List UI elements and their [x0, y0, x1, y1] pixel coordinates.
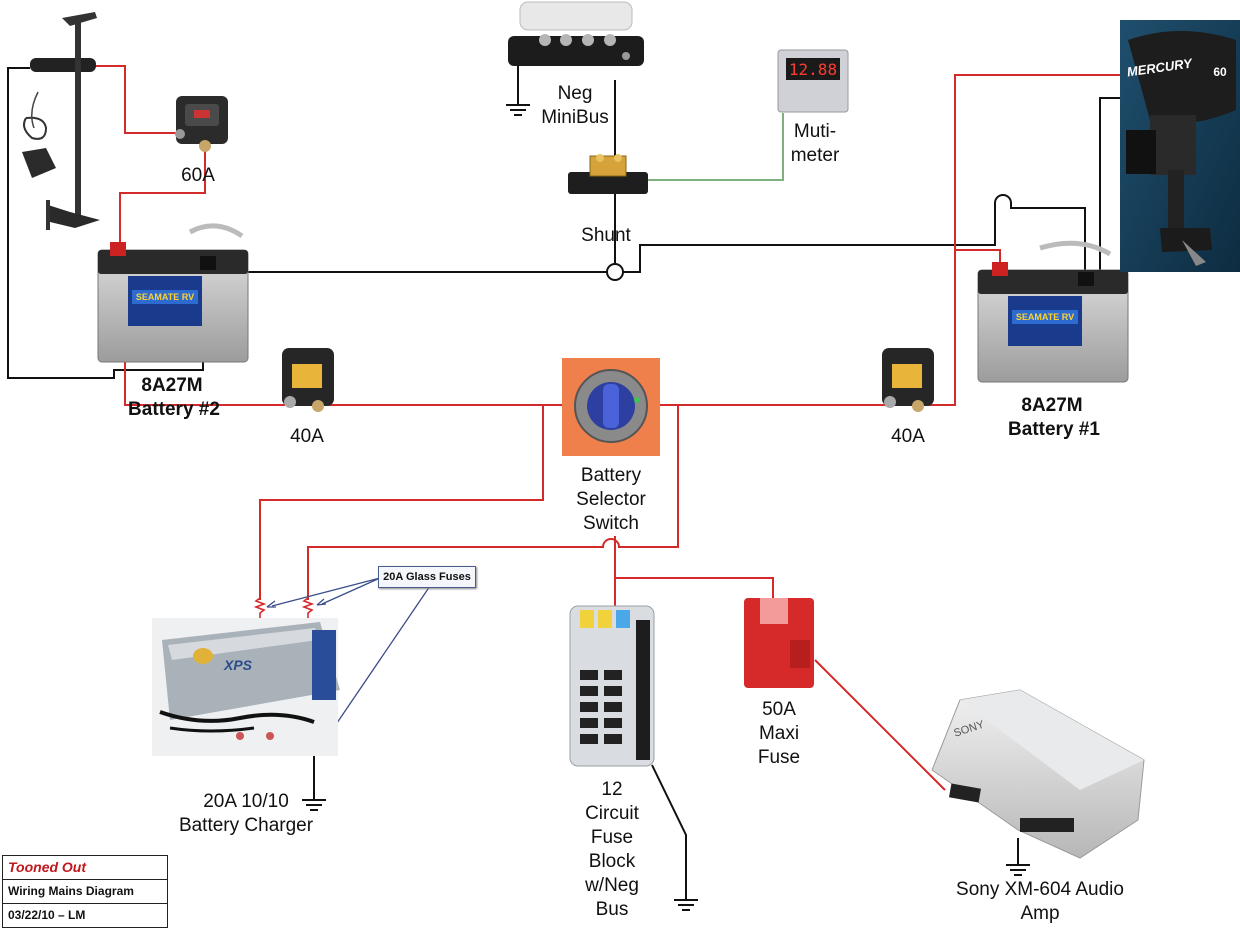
ground-symbol [1006, 864, 1030, 876]
fuse-block-icon [569, 605, 655, 767]
breaker-40a-right-label: 40A [891, 426, 925, 447]
battery-1-icon [977, 240, 1129, 383]
meter-wire [640, 113, 784, 181]
sony-amp-icon [931, 689, 1145, 859]
title-block-title: Wiring Mains Diagram [3, 879, 167, 903]
shunt-label: Shunt [581, 225, 631, 246]
trolling-motor-icon [22, 12, 100, 230]
multimeter-display: 12.88 [789, 60, 837, 79]
charger-brand: XPS [223, 657, 253, 673]
battery-2-brand: SEAMATE RV [136, 292, 194, 302]
battery-2-model-label: 8A27M [141, 375, 203, 396]
battery-1-model-label: 8A27M [1021, 395, 1083, 416]
outboard-motor-icon [1120, 20, 1240, 272]
title-block-date: 03/22/10 – LM [3, 903, 167, 927]
battery-1-name-label: Battery #1 [1008, 419, 1100, 440]
multimeter-icon [777, 49, 849, 113]
circuit-breaker-40a-left-icon [282, 348, 334, 412]
callout-arrows [266, 577, 431, 746]
breaker-60a-label: 60A [181, 165, 215, 186]
shunt-icon [568, 154, 648, 194]
amp-label: Sony XM-604 Audio Amp [956, 879, 1124, 924]
battery-1-brand: SEAMATE RV [1016, 312, 1074, 322]
circuit-breaker-40a-right-icon [882, 348, 934, 412]
neg-minibus-label: Neg MiniBus [541, 83, 609, 128]
breaker-40a-left-label: 40A [290, 426, 324, 447]
ground-symbol [674, 899, 698, 911]
battery-charger-label: 20A 10/10 Battery Charger [178, 791, 314, 836]
maxi-fuse-label: 50A Maxi Fuse [757, 699, 801, 768]
circuit-breaker-60a-icon [175, 96, 228, 152]
battery-selector-switch-icon [562, 358, 660, 456]
ground-symbol [506, 104, 530, 116]
title-block-brand: Tooned Out [8, 859, 87, 875]
maxi-fuse-icon [744, 598, 814, 688]
positive-wires [88, 65, 1120, 791]
battery-selector-label: Battery Selector Switch [561, 464, 661, 536]
glass-fuses-callout: 20A Glass Fuses [378, 566, 476, 588]
junction-node [606, 263, 624, 281]
battery-2-name-label: Battery #2 [128, 399, 220, 420]
battery-2-icon [97, 223, 249, 363]
ground-symbol [302, 799, 326, 811]
negative-wires [7, 60, 1120, 900]
title-block: Tooned Out Wiring Mains Diagram 03/22/10… [2, 855, 168, 928]
neg-minibus-icon [508, 1, 644, 66]
fuse-block-label: 12 Circuit Fuse Block w/Neg Bus [585, 779, 639, 920]
battery-charger-icon [152, 618, 340, 756]
multimeter-label: Muti- meter [790, 121, 840, 166]
outboard-hp: 60 [1213, 65, 1227, 79]
